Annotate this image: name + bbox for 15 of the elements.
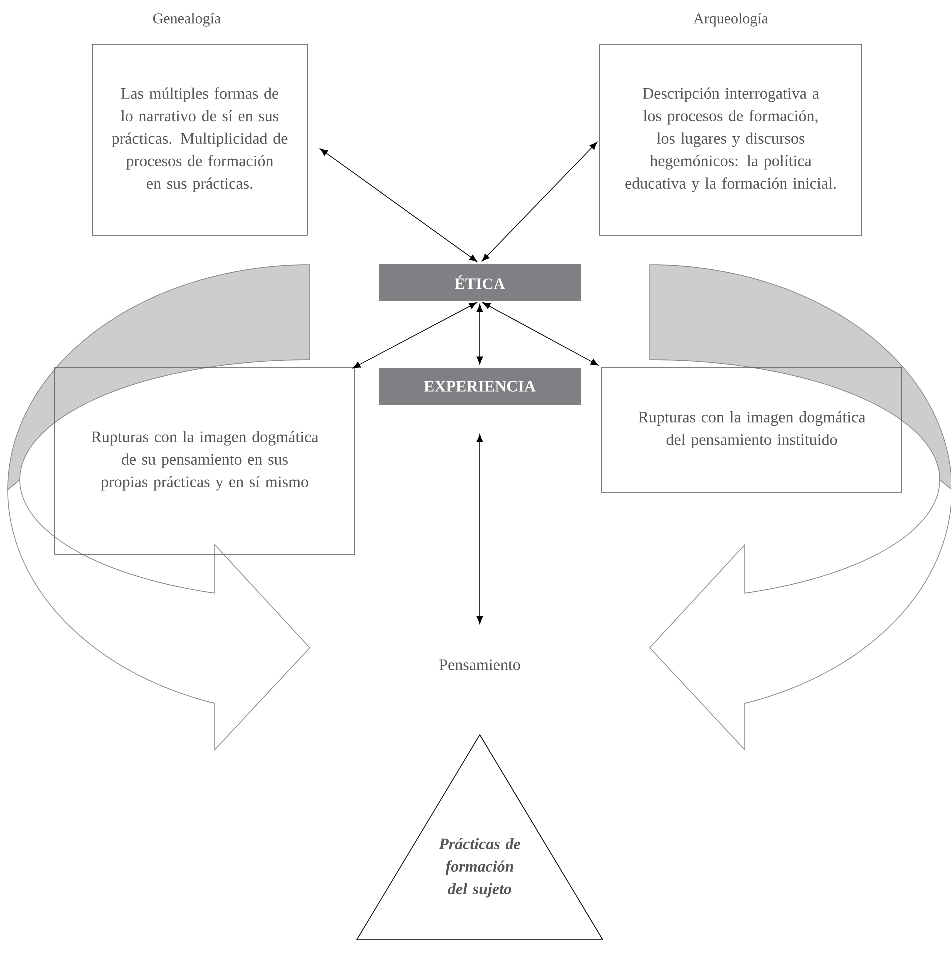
arrow	[482, 302, 599, 366]
label-bar: EXPERIENCIA	[379, 368, 581, 405]
text-box: Las múltiples formas de lo narrativo de sí en sus prácticas. Multiplicidad de procesos de formación en sus prácticas.	[92, 44, 308, 236]
plain-text: Pensamiento	[440, 660, 520, 670]
arrow	[482, 142, 598, 262]
box-heading: Genealogía	[153, 13, 221, 27]
box-heading: Arqueología	[694, 13, 768, 27]
text-box: Rupturas con la imagen dogmática de su pensamiento en sus propias prácticas y en sí mismo	[54, 367, 356, 555]
label-bar: ÉTICA	[379, 264, 581, 301]
arrow	[320, 148, 478, 262]
text-box: Rupturas con la imagen dogmática del pensamiento instituido	[602, 367, 902, 493]
arrow	[352, 302, 478, 369]
text-box: Descripción interrogativa a los procesos de formación, los lugares y discursos hegemónicos: la política educativa y la formación inicial.	[600, 44, 862, 236]
arrow	[476, 434, 484, 624]
arrow	[476, 304, 484, 365]
